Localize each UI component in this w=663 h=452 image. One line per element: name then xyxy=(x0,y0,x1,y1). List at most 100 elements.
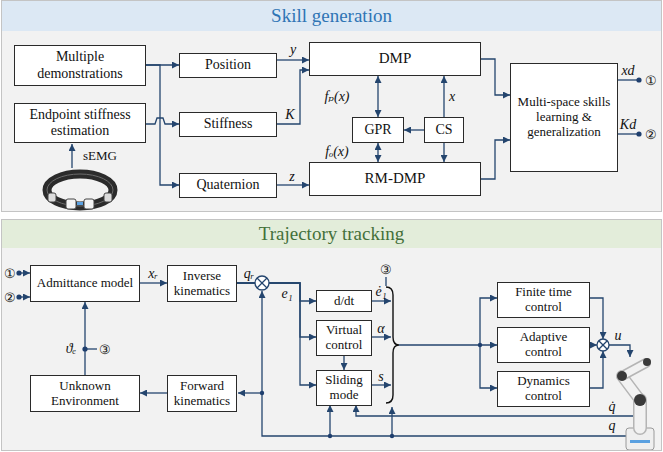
signal-label: fₒ(x) xyxy=(325,145,348,159)
connector xyxy=(237,283,316,385)
box-label: Endpoint stiffness estimation xyxy=(18,107,142,139)
port-dot xyxy=(260,391,264,395)
robot-arm xyxy=(643,358,651,366)
port-dot xyxy=(390,434,394,438)
port-number: ③ xyxy=(380,263,392,276)
signal-wire xyxy=(329,405,330,436)
semg-armband xyxy=(84,199,94,209)
signal-label: xᵣ xyxy=(148,267,158,281)
semg-armband xyxy=(47,174,113,206)
signal-label: u xyxy=(615,329,622,343)
connector xyxy=(140,392,167,393)
signal-label: s xyxy=(378,370,383,384)
semg-armband xyxy=(104,193,112,202)
process-box: Quaternion xyxy=(179,173,277,198)
port-number: ① xyxy=(645,74,657,87)
box-label: Admittance model xyxy=(37,276,133,291)
process-box: Position xyxy=(179,53,277,78)
port-dot xyxy=(636,131,641,136)
panel-ground xyxy=(2,248,661,450)
panel-ground xyxy=(2,31,661,211)
connector xyxy=(237,283,316,301)
signal-label: z xyxy=(289,170,294,184)
box-label: GPR xyxy=(364,122,391,138)
signal-wire xyxy=(356,405,634,416)
process-box: Multi-space skills learning & generaliza… xyxy=(510,63,618,172)
connector xyxy=(140,282,167,283)
signal-wire xyxy=(618,133,638,134)
process-box: DMP xyxy=(309,42,481,76)
signal-wire xyxy=(372,384,391,385)
robot-arm xyxy=(630,440,650,443)
box-label: Quaternion xyxy=(197,177,260,193)
process-box: RM-DMP xyxy=(309,162,481,196)
signal-wire xyxy=(238,392,262,393)
connector xyxy=(443,76,444,117)
process-box: Admittance model xyxy=(30,265,140,302)
connector xyxy=(277,70,309,124)
process-box: Inverse kinematics xyxy=(167,265,237,302)
panel-title: Skill generation xyxy=(2,1,661,31)
box-label: Sliding mode xyxy=(320,373,368,403)
connector xyxy=(146,65,179,185)
summing-junction xyxy=(599,341,607,349)
semg-armband xyxy=(48,193,56,202)
port-dot xyxy=(16,294,21,299)
signal-wire xyxy=(590,298,603,339)
process-box: CS xyxy=(424,117,464,143)
port-number: ② xyxy=(645,128,657,141)
robot-arm xyxy=(617,371,627,381)
connector xyxy=(377,143,378,162)
semg-armband xyxy=(66,199,76,209)
port-number: ② xyxy=(4,291,16,304)
connector xyxy=(481,59,510,95)
summing-junction xyxy=(597,339,609,351)
signal-label: α xyxy=(377,322,384,336)
signal-wire xyxy=(618,79,638,80)
robot-arm xyxy=(634,394,646,406)
process-box: Adaptive control xyxy=(497,327,590,363)
signal-wire xyxy=(609,345,630,357)
box-label: Multiple demonstrations xyxy=(18,49,142,81)
signal-label: xd xyxy=(621,64,634,78)
box-label: Position xyxy=(205,57,251,73)
signal-label: y xyxy=(290,43,296,57)
box-label: CS xyxy=(435,122,452,138)
signal-wire xyxy=(590,344,597,345)
process-box: Endpoint stiffness estimation xyxy=(14,103,146,143)
port-dot xyxy=(478,343,482,347)
signal-label: ϑₑ xyxy=(66,342,77,356)
box-label: Stiffness xyxy=(204,116,253,132)
box-label: Forward kinematics xyxy=(171,379,233,409)
process-box: Finite time control xyxy=(497,282,590,318)
process-box: Unknown Environment xyxy=(30,375,140,412)
panel-title: Trajectory tracking xyxy=(2,220,661,248)
summing-junction xyxy=(255,276,269,290)
box-label: Multi-space skills learning & generaliza… xyxy=(514,95,614,140)
process-box: Multiple demonstrations xyxy=(14,45,146,86)
box-label: Inverse kinematics xyxy=(171,269,233,299)
robot-arm xyxy=(617,358,654,450)
signal-label: q̇ xyxy=(609,400,616,414)
signal-label: ė₁ xyxy=(375,285,386,299)
summing-junction xyxy=(257,278,267,288)
box-label: Dynamics control xyxy=(501,374,586,404)
signal-wire xyxy=(480,298,497,345)
signal-wire xyxy=(399,344,497,345)
summing-junction xyxy=(599,341,607,349)
connector xyxy=(277,59,309,60)
connector xyxy=(237,283,316,337)
box-label: Unknown Environment xyxy=(34,379,136,409)
panel: Trajectory trackingAdmittance model Inver… xyxy=(1,219,662,451)
connector xyxy=(377,76,378,117)
process-box: Forward kinematics xyxy=(167,375,237,412)
panel: Skill generationMultiple demonstrationsE… xyxy=(1,0,662,212)
signal-wire xyxy=(480,345,497,388)
signal-label: Kd xyxy=(620,118,636,132)
process-box: Stiffness xyxy=(179,112,277,137)
process-box: d/dt xyxy=(316,290,372,312)
summing-junction xyxy=(257,278,267,288)
box-label: Finite time control xyxy=(501,285,586,315)
signal-wire xyxy=(372,336,391,337)
signal-label: K xyxy=(285,108,294,122)
